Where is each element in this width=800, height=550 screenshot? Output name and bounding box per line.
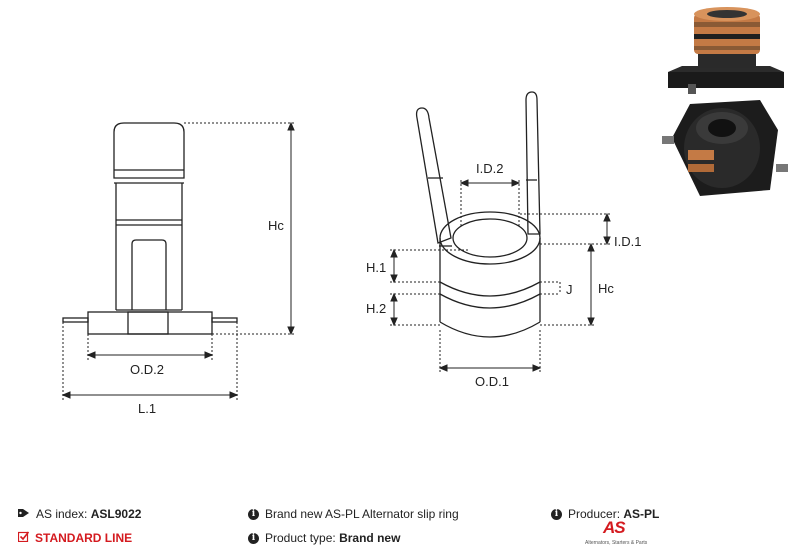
dim-h1: H.1	[366, 260, 386, 275]
ring-view	[415, 91, 541, 338]
info-icon: i	[551, 508, 562, 520]
dim-hc-left: Hc	[268, 218, 284, 233]
dim-j: J	[566, 282, 573, 297]
product-photo-bottom	[662, 100, 788, 196]
dim-hc-right: Hc	[598, 281, 614, 296]
description: i Brand new AS-PL Alternator slip ring	[248, 507, 459, 521]
dim-od2: O.D.2	[130, 362, 164, 377]
description-text: Brand new AS-PL Alternator slip ring	[265, 507, 459, 521]
dim-id2: I.D.2	[476, 161, 503, 176]
producer-label: Producer:	[568, 507, 621, 521]
product-type-value: Brand new	[339, 531, 401, 545]
standard-line-label: STANDARD LINE	[35, 531, 133, 545]
logo-mark: AS	[603, 518, 626, 537]
as-index: AS index: ASL9022	[18, 507, 141, 521]
dim-h2: H.2	[366, 301, 386, 316]
producer: i Producer: AS-PL	[551, 507, 659, 521]
dim-l1: L.1	[138, 401, 156, 416]
producer-value: AS-PL	[623, 507, 660, 521]
standard-line: STANDARD LINE	[17, 531, 133, 545]
dim-id1: I.D.1	[614, 234, 641, 249]
logo-tagline: Alternators, Starters & Parts	[585, 540, 648, 546]
info-icon: i	[248, 532, 259, 544]
product-type: i Product type: Brand new	[248, 531, 400, 545]
tag-icon	[18, 507, 30, 521]
slip-ring-technical-drawing: Hc O.D.2 L.1	[61, 7, 788, 416]
dim-od1: O.D.1	[475, 374, 509, 389]
ring-view-dimensions: I.D.2 I.D.1 H.1 H.2 J Hc O.D.1	[366, 161, 641, 389]
product-photo-top	[668, 7, 784, 94]
as-pl-logo: AS Alternators, Starters & Parts	[585, 518, 665, 550]
as-index-value: ASL9022	[90, 507, 142, 521]
info-icon: i	[248, 508, 259, 520]
side-view-dimensions: Hc O.D.2 L.1	[61, 121, 296, 416]
product-type-label: Product type:	[265, 531, 336, 545]
as-index-label: AS index:	[36, 507, 88, 521]
checkbox-icon	[17, 531, 30, 545]
side-view	[62, 122, 238, 335]
